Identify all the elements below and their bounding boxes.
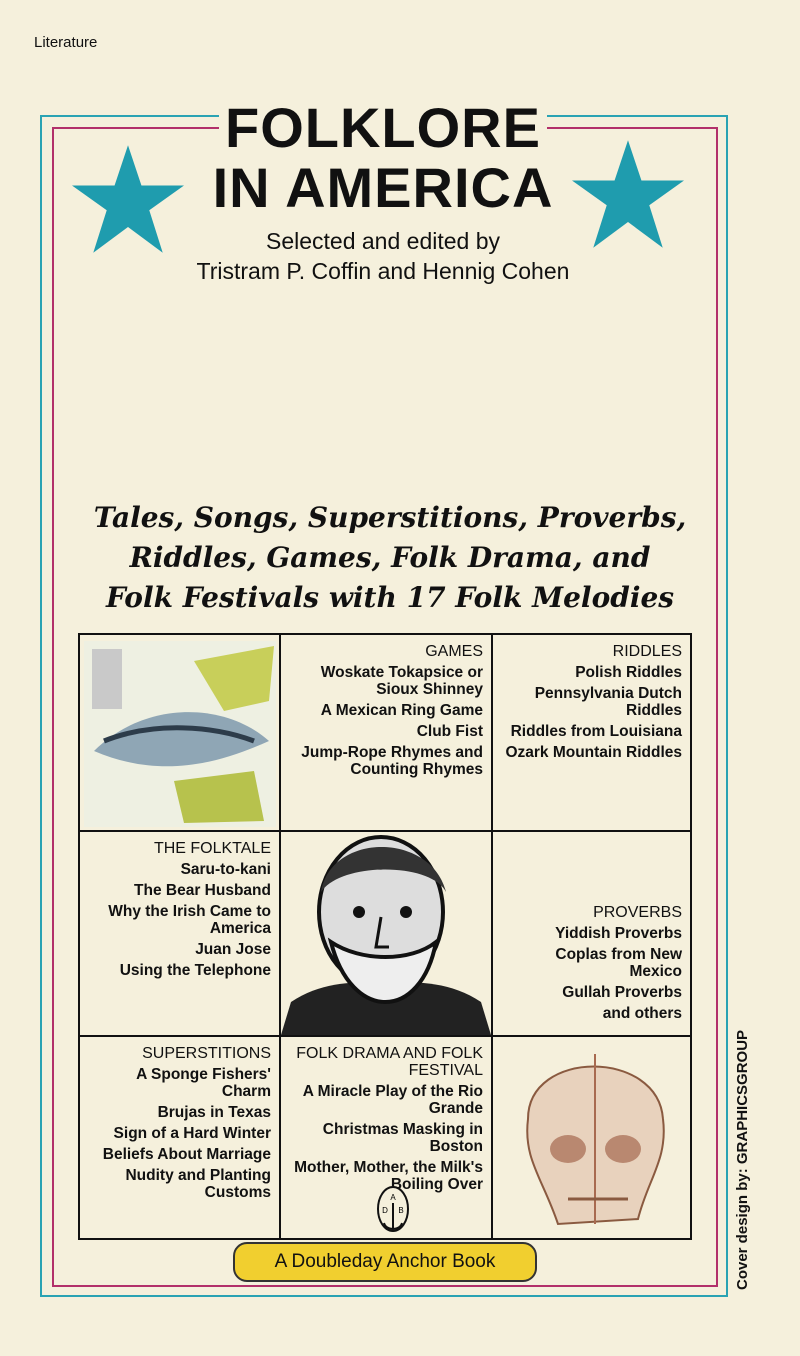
tagline-line: Folk Festivals with 17 Folk Melodies — [105, 581, 675, 614]
subtitle-editors: Tristram P. Coffin and Hennig Cohen — [196, 258, 570, 284]
list-item: Nudity and Planting Customs — [125, 1167, 271, 1201]
list-item: Woskate Tokapsice or Sioux Shinney — [320, 664, 483, 698]
cover-design-credit: Cover design by: GRAPHICSGROUP — [734, 1029, 751, 1290]
skull-illustration — [526, 1054, 665, 1226]
category-label: Literature — [34, 34, 98, 51]
proverbs-section: PROVERBS Yiddish Proverbs Coplas from Ne… — [493, 832, 690, 1026]
divider — [80, 1035, 690, 1037]
list-item: and others — [602, 1005, 682, 1022]
star-icon — [72, 145, 184, 253]
section-heading: PROVERBS — [593, 904, 682, 921]
title-line-1: FOLKLORE — [0, 96, 766, 159]
list-item: Sign of a Hard Winter — [113, 1125, 271, 1142]
tagline: Tales, Songs, Superstitions, Proverbs, R… — [90, 498, 690, 618]
list-item: Club Fist — [416, 723, 483, 740]
bearded-man-illustration — [281, 835, 491, 1035]
star-icon — [572, 140, 684, 248]
list-item: Juan Jose — [195, 941, 271, 958]
tagline-line: Riddles, Games, Folk Drama, and — [129, 541, 651, 574]
list-item: Polish Riddles — [575, 664, 682, 681]
subtitle-editor-label: Selected and edited by — [265, 228, 500, 254]
section-heading: RIDDLES — [612, 643, 682, 660]
list-item: Pennsylvania Dutch Riddles — [534, 685, 682, 719]
list-item: Christmas Masking in Boston — [322, 1121, 483, 1155]
list-item: Ozark Mountain Riddles — [505, 744, 682, 761]
folktale-section: THE FOLKTALE Saru-to-kani The Bear Husba… — [80, 832, 279, 983]
list-item: Beliefs About Marriage — [102, 1146, 271, 1163]
svg-text:A: A — [390, 1193, 396, 1202]
list-item: Jump-Rope Rhymes and Counting Rhymes — [301, 744, 483, 778]
list-item: Why the Irish Came to America — [108, 903, 271, 937]
list-item: Riddles from Louisiana — [510, 723, 682, 740]
tagline-line: Tales, Songs, Superstitions, Proverbs, — [93, 501, 687, 534]
list-item: Brujas in Texas — [157, 1104, 271, 1121]
list-item: A Miracle Play of the Rio Grande — [302, 1083, 483, 1117]
publisher-badge: A Doubleday Anchor Book — [233, 1242, 537, 1282]
section-heading: SUPERSTITIONS — [142, 1045, 271, 1062]
divider — [491, 635, 493, 1238]
list-item: Using the Telephone — [119, 962, 271, 979]
list-item: Yiddish Proverbs — [555, 925, 682, 942]
section-heading: THE FOLKTALE — [153, 840, 271, 857]
folk-drama-section: FOLK DRAMA AND FOLK FESTIVAL A Miracle P… — [281, 1037, 491, 1197]
title-line-2: IN AMERICA — [0, 156, 766, 219]
section-heading: GAMES — [425, 643, 483, 660]
games-section: GAMES Woskate Tokapsice or Sioux Shinney… — [281, 635, 491, 782]
list-item: A Mexican Ring Game — [320, 702, 483, 719]
list-item: The Bear Husband — [134, 882, 271, 899]
divider — [80, 830, 690, 832]
svg-text:D: D — [382, 1206, 388, 1215]
list-item: Saru-to-kani — [180, 861, 271, 878]
bird-illustration — [84, 641, 276, 827]
riddles-section: RIDDLES Polish Riddles Pennsylvania Dutc… — [493, 635, 690, 765]
list-item: Mother, Mother, the Milk's Boiling Over — [294, 1159, 483, 1193]
superstitions-section: SUPERSTITIONS A Sponge Fishers' Charm Br… — [80, 1037, 279, 1205]
contents-grid: GAMES Woskate Tokapsice or Sioux Shinney… — [78, 633, 692, 1240]
list-item: Coplas from New Mexico — [555, 946, 682, 980]
section-heading: FOLK DRAMA AND FOLK FESTIVAL — [296, 1045, 483, 1079]
divider — [279, 635, 281, 1238]
list-item: Gullah Proverbs — [562, 984, 682, 1001]
anchor-logo-icon: A D B — [377, 1186, 409, 1232]
list-item: A Sponge Fishers' Charm — [136, 1066, 271, 1100]
svg-text:B: B — [398, 1206, 403, 1215]
